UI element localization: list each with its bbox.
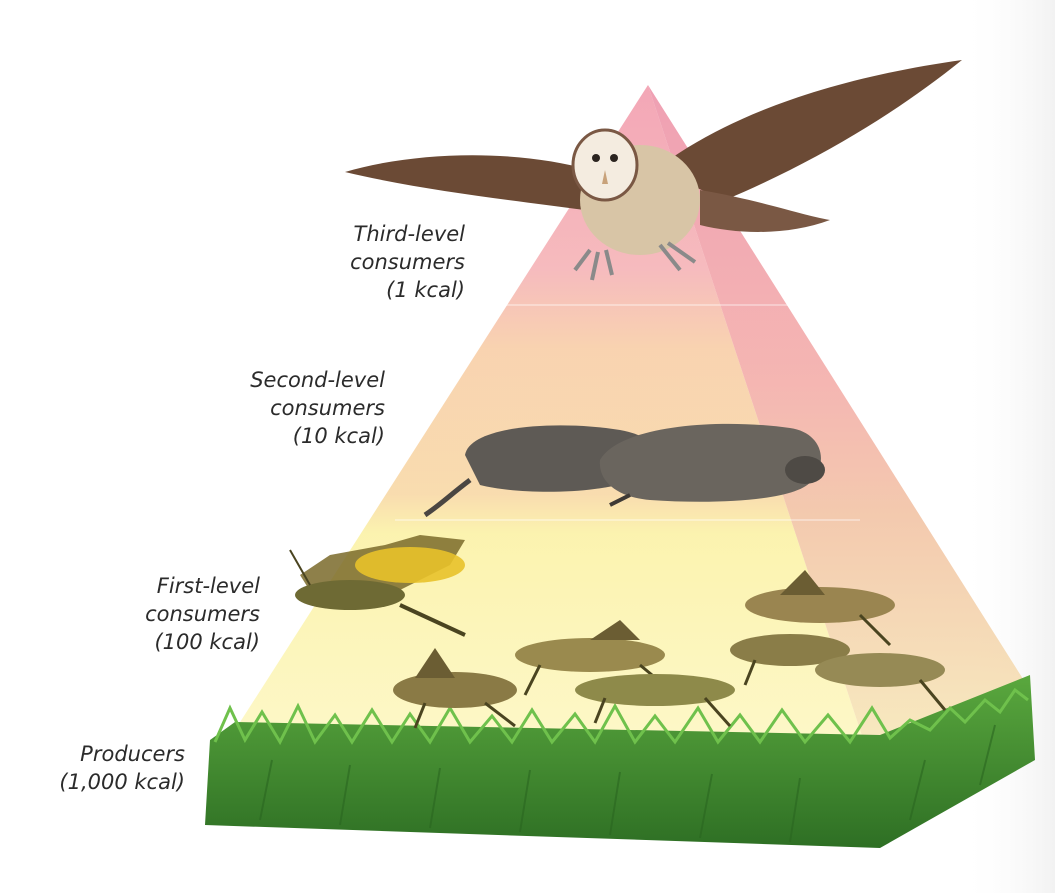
label-third-level: Third-level consumers (1 kcal): [245, 220, 465, 304]
label-second-level: Second-level consumers (10 kcal): [160, 366, 385, 450]
label-producers: Producers (1,000 kcal): [5, 740, 185, 796]
level-name: consumers: [245, 248, 465, 276]
label-first-level: First-level consumers (100 kcal): [60, 572, 260, 656]
energy-value: (100 kcal): [60, 628, 260, 656]
level-name: consumers: [160, 394, 385, 422]
energy-value: (1 kcal): [245, 276, 465, 304]
level-name: First-level: [60, 572, 260, 600]
level-name: consumers: [60, 600, 260, 628]
level-name: Producers: [5, 740, 185, 768]
energy-value: (10 kcal): [160, 422, 385, 450]
level-name: Third-level: [245, 220, 465, 248]
energy-value: (1,000 kcal): [5, 768, 185, 796]
level-name: Second-level: [160, 366, 385, 394]
